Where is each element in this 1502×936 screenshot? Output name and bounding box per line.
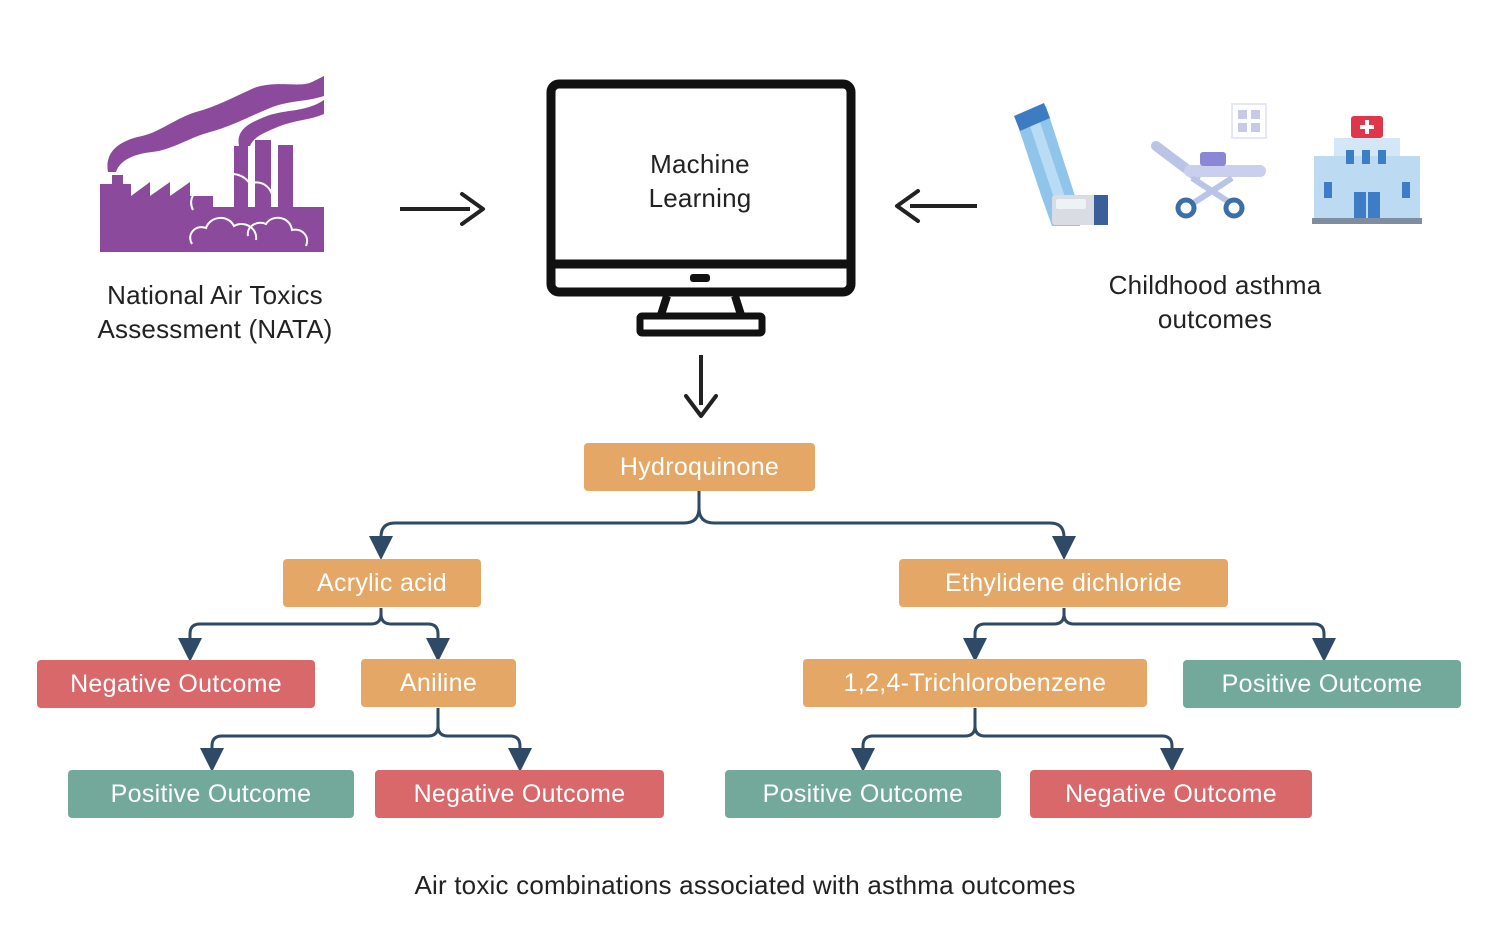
node-aniline: Aniline <box>361 659 516 707</box>
node-hydroquinone: Hydroquinone <box>584 443 815 491</box>
node-ethylidene-dichloride: Ethylidene dichloride <box>899 559 1228 607</box>
node-negative-outcome: Negative Outcome <box>1030 770 1312 818</box>
node-negative-outcome: Negative Outcome <box>375 770 664 818</box>
node-trichlorobenzene: 1,2,4-Trichlorobenzene <box>803 659 1147 707</box>
stretcher-icon <box>1151 103 1267 219</box>
figure-caption: Air toxic combinations associated with a… <box>414 870 1076 900</box>
nata-label: National Air Toxics Assessment (NATA) <box>97 280 333 344</box>
node-negative-outcome: Negative Outcome <box>37 660 315 708</box>
node-positive-outcome: Positive Outcome <box>725 770 1001 818</box>
arrow-asthma-to-ml <box>895 189 977 223</box>
factory-icon <box>100 76 324 252</box>
node-acrylic-acid: Acrylic acid <box>283 559 481 607</box>
hospital-icon <box>1312 116 1422 224</box>
arrow-ml-to-tree <box>684 355 718 418</box>
asthma-outcomes-label: Childhood asthma outcomes <box>1108 270 1322 334</box>
node-positive-outcome: Positive Outcome <box>1183 660 1461 708</box>
inhaler-icon <box>1014 103 1108 226</box>
tree-connectors <box>178 491 1336 772</box>
arrow-nata-to-ml <box>400 192 485 226</box>
computer-monitor-icon <box>546 79 856 337</box>
node-positive-outcome: Positive Outcome <box>68 770 354 818</box>
machine-learning-label: Machine Learning <box>648 149 752 213</box>
